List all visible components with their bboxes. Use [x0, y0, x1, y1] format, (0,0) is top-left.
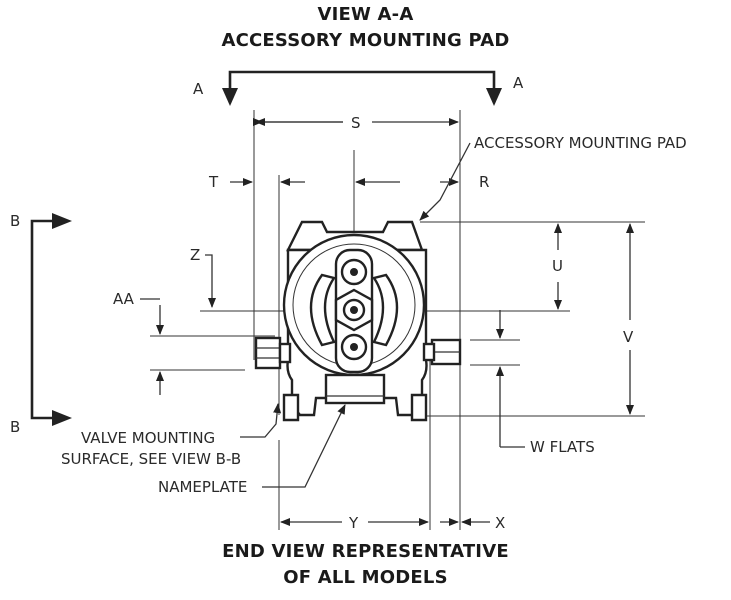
- label-accessory-pad: ACCESSORY MOUNTING PAD: [474, 134, 687, 152]
- view-subtitle: ACCESSORY MOUNTING PAD: [221, 30, 510, 51]
- view-title: VIEW A-A: [317, 4, 414, 25]
- label-b-top: B: [10, 212, 20, 230]
- dim-z-arrow: [205, 254, 216, 308]
- caption-line-2: OF ALL MODELS: [283, 567, 448, 588]
- leader-accessory-pad: [419, 142, 471, 221]
- label-x: X: [495, 514, 505, 532]
- label-y: Y: [348, 514, 359, 532]
- label-s: S: [351, 114, 361, 132]
- label-w-flats: W FLATS: [530, 438, 595, 456]
- pump-body: [282, 220, 428, 422]
- label-u: U: [552, 257, 563, 275]
- label-nameplate: NAMEPLATE: [158, 478, 247, 496]
- label-v: V: [623, 328, 634, 346]
- label-r: R: [479, 173, 489, 191]
- label-valve-surface-2: SURFACE, SEE VIEW B-B: [61, 450, 241, 468]
- label-a-left: A: [193, 80, 204, 98]
- leader-nameplate: [262, 404, 346, 488]
- label-aa: AA: [113, 290, 135, 308]
- right-hex-fitting: [422, 338, 462, 366]
- leader-valve-surface: [240, 403, 282, 438]
- label-t: T: [208, 173, 219, 191]
- label-z: Z: [190, 246, 200, 264]
- left-hex-fitting: [254, 336, 292, 370]
- label-a-right: A: [513, 74, 524, 92]
- caption-line-1: END VIEW REPRESENTATIVE: [222, 541, 509, 562]
- left-rib: [309, 273, 336, 347]
- label-valve-surface-1: VALVE MOUNTING: [81, 429, 215, 447]
- label-b-bottom: B: [10, 418, 20, 436]
- section-line-b: [30, 213, 72, 426]
- section-line-a: [222, 70, 502, 106]
- right-rib: [372, 273, 399, 347]
